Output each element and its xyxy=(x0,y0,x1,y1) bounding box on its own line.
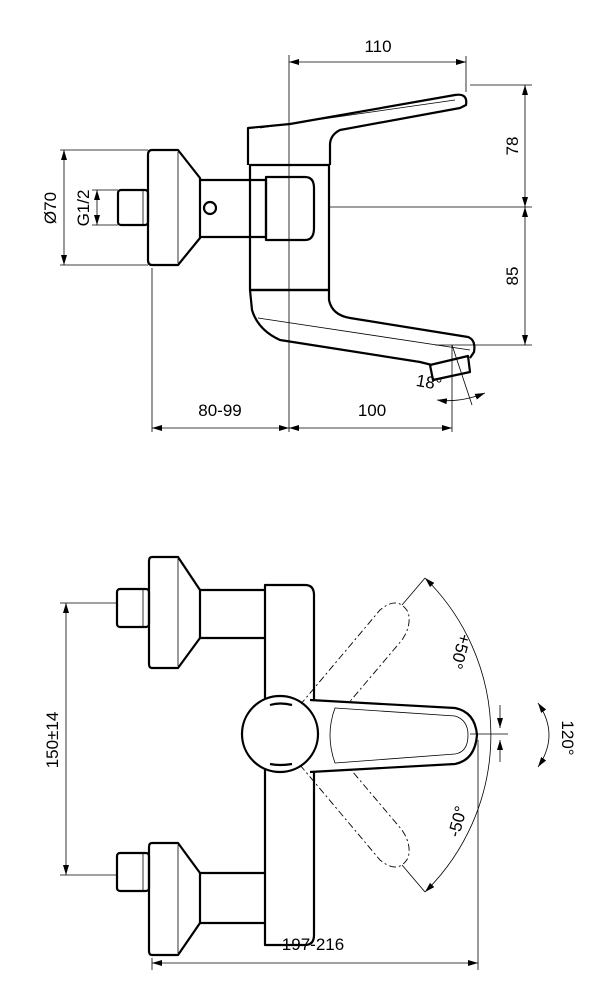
thread-stub xyxy=(116,188,150,227)
escutcheon-upper xyxy=(147,555,202,670)
lever-handle xyxy=(246,93,468,165)
spout xyxy=(248,289,476,367)
swing-arc xyxy=(424,577,492,893)
aerator-nozzle xyxy=(428,354,472,382)
dim-height-lower: 85 xyxy=(503,267,522,286)
dim-angle-plus: +50° xyxy=(447,632,475,671)
lever-handle-top xyxy=(309,698,479,774)
thread-stub-lower xyxy=(115,851,151,893)
dim-lever-width: 110 xyxy=(364,37,391,56)
dim-spout-reach: 100 xyxy=(358,401,386,420)
lever-position-plus50 xyxy=(299,602,410,726)
set-screw-hole xyxy=(202,200,218,216)
mixer-body-top xyxy=(263,583,316,947)
escutcheon-lower xyxy=(147,841,202,957)
thread-stub-upper xyxy=(115,587,151,629)
rotation-arrow xyxy=(537,702,550,768)
dim-total-width: 197-216 xyxy=(282,935,344,954)
escutcheon xyxy=(146,148,202,267)
mixer-body xyxy=(248,163,331,292)
dim-rotation: 120° xyxy=(558,720,577,755)
dim-thread: G1/2 xyxy=(74,190,93,227)
dim-wall-projection: 80-99 xyxy=(198,401,241,420)
dim-spout-angle: 18° xyxy=(415,371,444,394)
top-view: 150±14 197-216 +50° -50° 120° xyxy=(43,555,577,970)
mixer-block xyxy=(264,175,316,242)
dim-angle-minus: -50° xyxy=(444,804,470,839)
side-view: 110 78 85 Ø70 G1/2 80-99 100 18° xyxy=(41,37,532,432)
dim-height-upper: 78 xyxy=(503,137,522,156)
dim-centres: 150±14 xyxy=(43,712,62,769)
connector-pipe xyxy=(200,178,268,239)
lever-position-minus50 xyxy=(299,744,410,868)
handle-hub xyxy=(240,694,320,774)
dim-diameter: Ø70 xyxy=(41,192,60,224)
